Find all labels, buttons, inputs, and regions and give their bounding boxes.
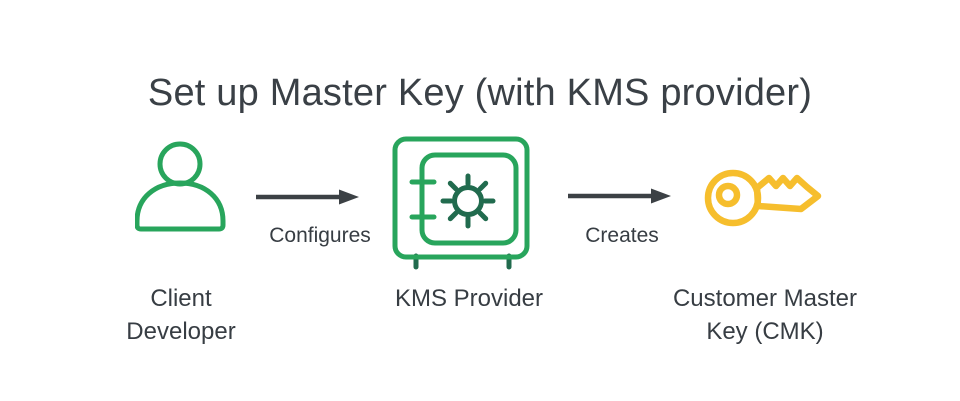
diagram-title: Set up Master Key (with KMS provider): [147, 72, 813, 114]
kms-provider-label: KMS Provider: [394, 285, 544, 312]
arrow-right-icon: [256, 189, 359, 205]
safe-icon: [392, 136, 530, 270]
kms-provider-node: [392, 136, 530, 270]
arrow-configures: [256, 188, 360, 206]
customer-master-key-label: Customer Master Key (CMK): [672, 285, 858, 345]
dial-spokes: [440, 173, 496, 229]
customer-master-key-node: [702, 161, 824, 235]
arrow-right-icon: [568, 188, 671, 204]
client-developer-node: [135, 141, 229, 235]
person-icon: [135, 141, 226, 232]
configures-label: Configures: [269, 224, 371, 247]
client-developer-label: Client Developer: [126, 285, 236, 345]
creates-label: Creates: [585, 224, 659, 247]
key-icon: [704, 169, 822, 227]
arrow-creates: [568, 187, 672, 205]
